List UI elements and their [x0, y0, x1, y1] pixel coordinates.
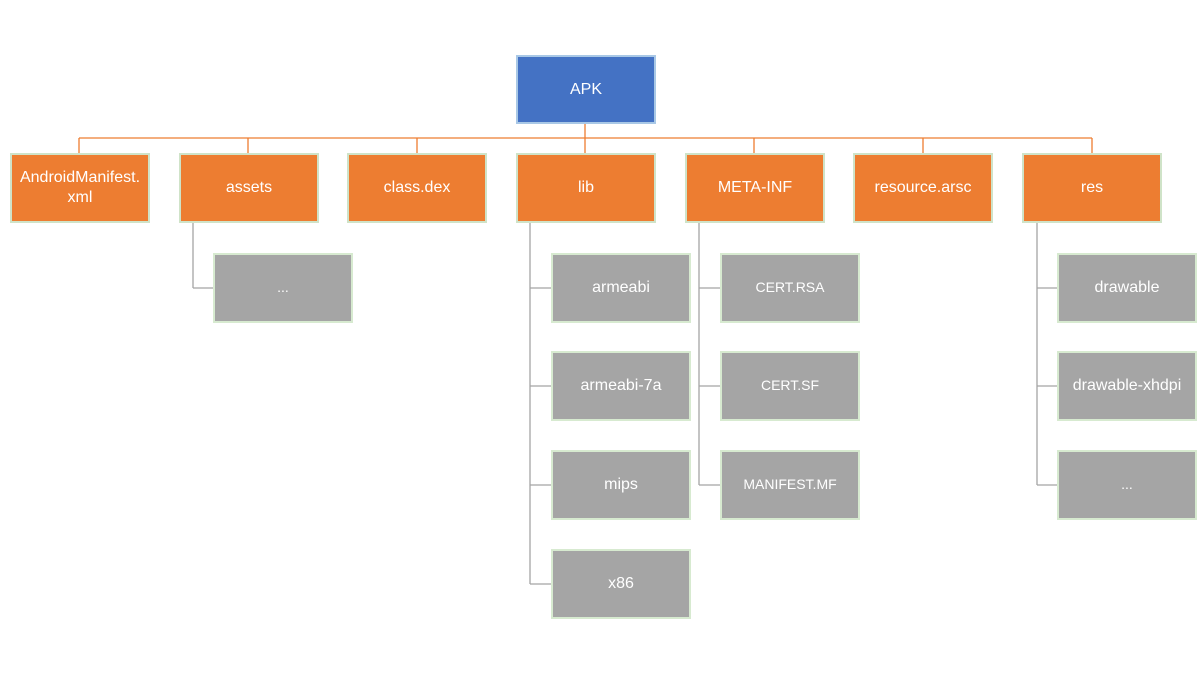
node-meta-inf-cert-sf: CERT.SF [720, 351, 860, 421]
node-lib-armeabi: armeabi [551, 253, 691, 323]
node-res-drawable: drawable [1057, 253, 1197, 323]
node-assets: assets [179, 153, 319, 223]
node-class-dex: class.dex [347, 153, 487, 223]
node-lib: lib [516, 153, 656, 223]
node-assets-item: ... [213, 253, 353, 323]
node-androidmanifest: AndroidManifest. xml [10, 153, 150, 223]
node-meta-inf-manifest-mf: MANIFEST.MF [720, 450, 860, 520]
node-lib-armeabi-7a: armeabi-7a [551, 351, 691, 421]
node-lib-x86: x86 [551, 549, 691, 619]
node-apk: APK [516, 55, 656, 124]
node-resource-arsc: resource.arsc [853, 153, 993, 223]
node-meta-inf: META-INF [685, 153, 825, 223]
node-res-item: ... [1057, 450, 1197, 520]
node-lib-mips: mips [551, 450, 691, 520]
node-meta-inf-cert-rsa: CERT.RSA [720, 253, 860, 323]
node-res-drawable-xhdpi: drawable-xhdpi [1057, 351, 1197, 421]
node-res: res [1022, 153, 1162, 223]
